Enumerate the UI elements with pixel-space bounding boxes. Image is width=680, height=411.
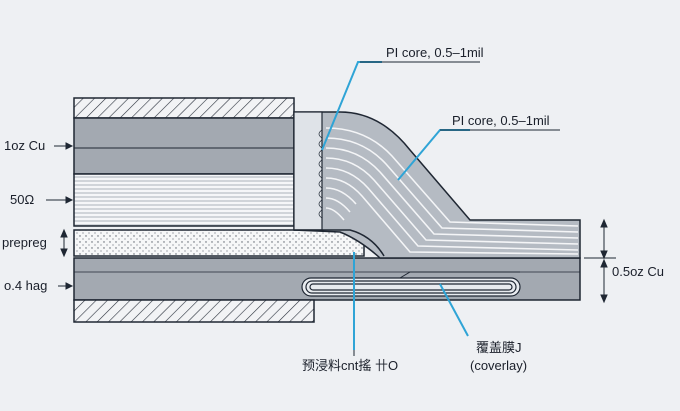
cu-1oz-layer — [73, 117, 295, 175]
dielectric-50ohm-layer — [73, 173, 295, 227]
label-cn-bottom: 预浸料cnt搖 卄O — [302, 358, 398, 373]
label-cu-half-oz: 0.5oz Cu — [612, 264, 664, 279]
thickness-dimension — [584, 218, 616, 304]
pi-core-fold-lines — [325, 127, 579, 255]
coverlay-loop — [301, 277, 521, 297]
label-50ohm: 50Ω — [10, 192, 34, 207]
label-coverlay-en: (coverlay) — [470, 358, 527, 373]
label-coverlay-cn: 覆盖膜J — [476, 340, 522, 355]
top-hatched-layer — [73, 97, 295, 119]
label-pi-core-top: PI core, 0.5–1mil — [386, 45, 484, 60]
label-prepreg: prepreg — [2, 235, 47, 250]
label-bag: o.4 hag — [4, 278, 47, 293]
bottom-hatched-layer — [73, 299, 315, 323]
label-pi-core-mid: PI core, 0.5–1mil — [452, 113, 550, 128]
prepreg-layer — [73, 229, 365, 257]
label-cu-1oz: 1oz Cu — [4, 138, 45, 153]
